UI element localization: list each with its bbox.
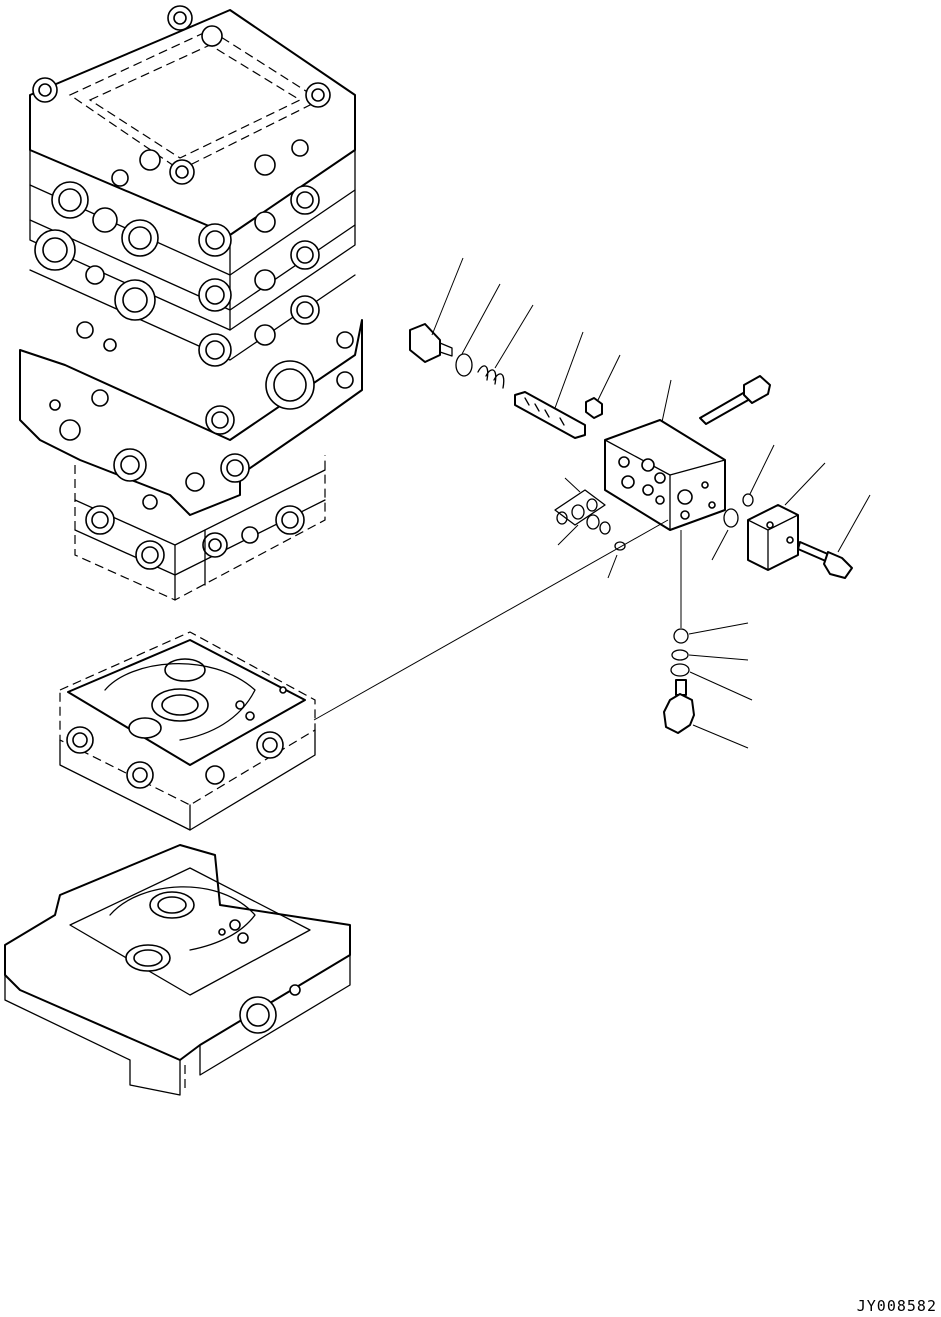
valve-body-section-icon	[59, 631, 316, 831]
leader-lines	[313, 257, 871, 749]
end-cover-icon	[4, 844, 351, 1096]
exploded-components	[409, 323, 853, 734]
control-valve-stack-icon	[19, 5, 363, 601]
drawing-code: JY008582	[856, 1297, 937, 1315]
